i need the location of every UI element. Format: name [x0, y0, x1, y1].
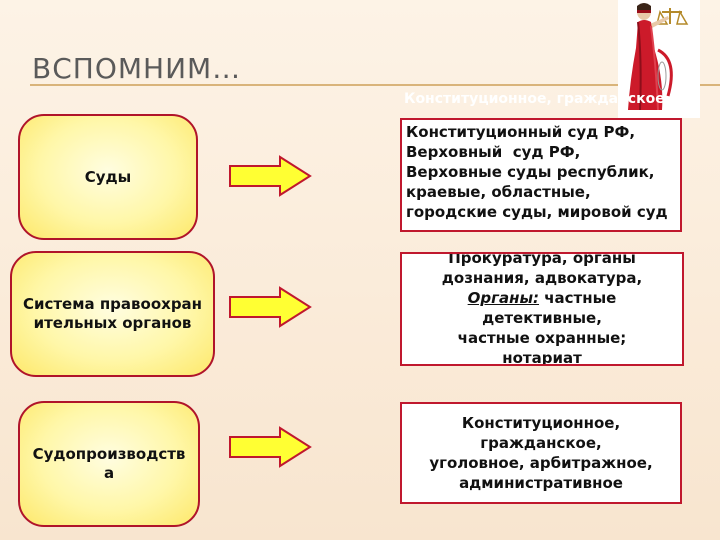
proceedings-label: Судопроизводства [32, 445, 186, 482]
arrow-right-icon [228, 155, 312, 197]
list-line: Верховный суд РФ, [406, 143, 581, 161]
list-line: Органы: частные [406, 288, 678, 308]
list-line: Конституционное, [461, 414, 621, 432]
overlapped-caption: Конституционное, гражданское [404, 91, 665, 107]
list-line: детективные, [482, 309, 602, 327]
list-line: городские суды, мировой суд [406, 203, 668, 221]
courts-label: Суды [84, 167, 132, 186]
list-line: краевые, областные, [406, 183, 591, 201]
slide-title: ВСПОМНИМ… [32, 52, 242, 85]
arrow-right-icon [228, 286, 312, 328]
list-line-rest: частные [544, 289, 617, 307]
law-enforcement-list-box: Прокуратура, органы дознания, адвокатура… [400, 252, 684, 366]
courts-list-box: Конституционный суд РФ, Верховный суд РФ… [400, 118, 682, 232]
law-enforcement-label: Система правоохранительных органов [22, 295, 203, 332]
organs-label: Органы: [467, 289, 540, 307]
list-line: Прокуратура, органы [448, 252, 636, 267]
list-line: Верховные суды республик, [406, 163, 655, 181]
lady-justice-picture [618, 0, 700, 118]
proceedings-box: Судопроизводства [18, 401, 200, 527]
list-line: частные охранные; [457, 329, 627, 347]
list-line: нотариат [502, 349, 582, 366]
list-line: административное [459, 474, 623, 492]
title-divider [30, 84, 720, 86]
list-line: дознания, адвокатура, [441, 269, 643, 287]
courts-box: Суды [18, 114, 198, 240]
list-line: уголовное, арбитражное, [429, 454, 653, 472]
list-line: Конституционный суд РФ, [406, 123, 636, 141]
list-line: гражданское, [480, 434, 602, 452]
arrow-right-icon [228, 426, 312, 468]
proceedings-list-box: Конституционное, гражданское, уголовное,… [400, 402, 682, 504]
law-enforcement-box: Система правоохранительных органов [10, 251, 215, 377]
